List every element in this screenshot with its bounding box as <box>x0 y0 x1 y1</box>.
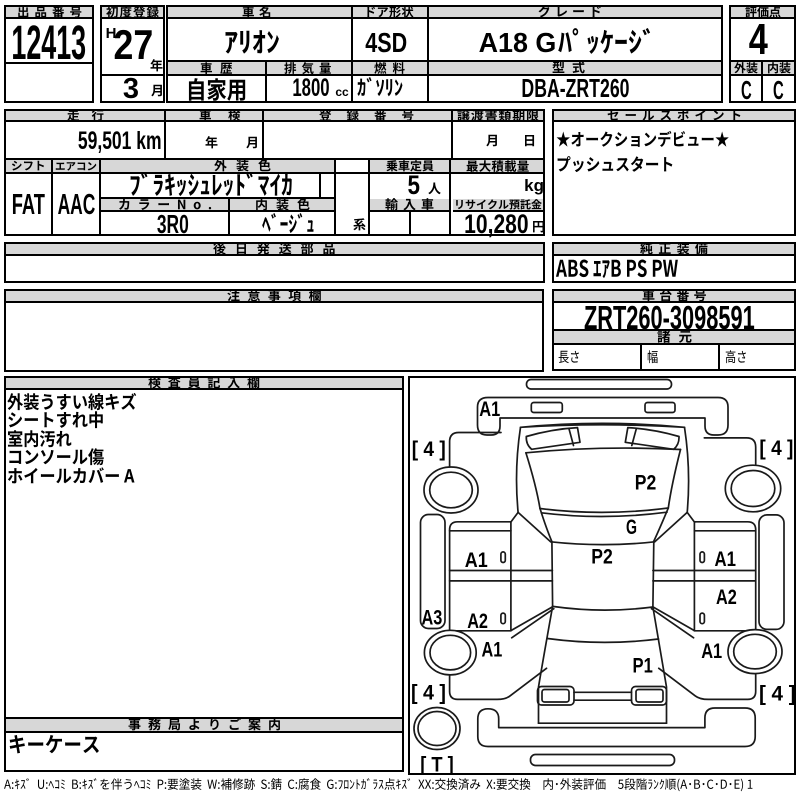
svg-text:[ 4 ]: [ 4 ] <box>759 682 795 705</box>
svg-text:A2: A2 <box>467 610 488 633</box>
svg-text:[ 4 ]: [ 4 ] <box>411 681 446 704</box>
svg-text:P2: P2 <box>591 546 613 569</box>
svg-text:P1: P1 <box>633 655 654 678</box>
svg-text:P2: P2 <box>635 472 657 495</box>
svg-text:A1: A1 <box>479 398 500 421</box>
svg-text:A1: A1 <box>482 639 503 662</box>
svg-text:A1: A1 <box>701 640 722 663</box>
svg-text:[ 4 ]: [ 4 ] <box>759 437 793 460</box>
svg-text:A3: A3 <box>422 607 443 630</box>
svg-text:A1: A1 <box>465 549 488 572</box>
svg-text:G: G <box>626 516 637 539</box>
svg-text:A1: A1 <box>714 548 736 571</box>
svg-text:[ T ]: [ T ] <box>420 754 454 774</box>
svg-text:A2: A2 <box>716 586 737 609</box>
svg-text:[ 4 ]: [ 4 ] <box>412 438 446 461</box>
